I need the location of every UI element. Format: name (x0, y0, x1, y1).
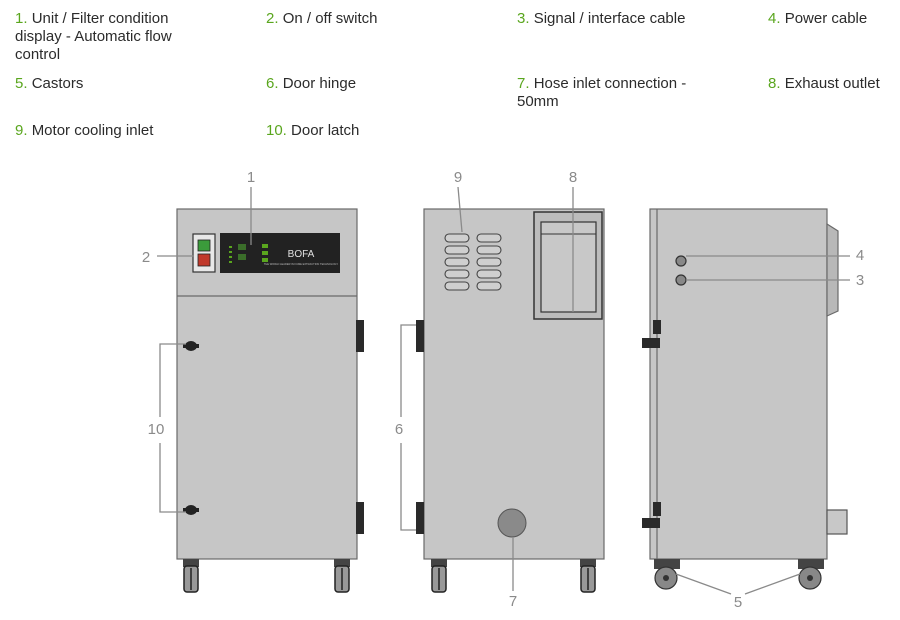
callout-7: 7 (509, 593, 517, 610)
legend-text: Exhaust outlet (784, 75, 880, 92)
legend-number: 8. (768, 75, 781, 92)
leader-9 (457, 186, 463, 233)
callout-2: 2 (142, 249, 150, 266)
legend-text: Power cable (784, 10, 868, 27)
side-latch-bottom (653, 502, 661, 516)
legend-item-1: 1. Unit / Filter condition display - Aut… (15, 10, 215, 64)
callout-9: 9 (454, 169, 462, 186)
front-castor-left (183, 559, 199, 593)
legend-item-6: 6. Door hinge (266, 75, 356, 93)
legend-item-2: 2. On / off switch (266, 10, 377, 28)
display-indicator (262, 258, 268, 262)
legend-text: Castors (31, 75, 84, 92)
legend-number: 4. (768, 10, 781, 27)
legend-number: 1. (15, 10, 28, 27)
legend-number: 7. (517, 75, 530, 92)
legend-text: Door latch (291, 122, 360, 139)
hose-inlet (497, 508, 527, 538)
side-castor-left (654, 559, 680, 590)
rear-castor-left (431, 559, 447, 593)
callout-3: 3 (856, 272, 864, 289)
signal-cable-port (675, 274, 687, 286)
front-castor-right (334, 559, 350, 593)
side-cabinet (649, 208, 828, 560)
switch-off-button (197, 253, 211, 267)
front-view: BOFA THE WORLD LEADER IN FUME EXTRACTION… (176, 208, 364, 593)
legend-item-3: 3. Signal / interface cable (517, 10, 685, 28)
callout-8: 8 (569, 169, 577, 186)
side-latch-bottom-lever (642, 518, 660, 528)
power-cable-port (675, 255, 687, 267)
legend-item-8: 8. Exhaust outlet (768, 75, 880, 93)
side-castor-right (798, 559, 824, 590)
legend-text: On / off switch (282, 10, 378, 27)
rear-hinge-bottom (416, 502, 424, 534)
display-indicator (238, 254, 246, 260)
brand-tagline: THE WORLD LEADER IN FUME EXTRACTION TECH… (264, 262, 339, 266)
legend-number: 2. (266, 10, 279, 27)
callout-1: 1 (247, 169, 255, 186)
rear-castor-right (580, 559, 596, 593)
door-latch-top-handle (183, 344, 199, 348)
rear-view (416, 208, 605, 593)
display-indicator (262, 251, 268, 255)
legend-number: 5. (15, 75, 28, 92)
display-indicator (262, 244, 268, 248)
callout-5: 5 (734, 594, 742, 611)
callouts: 1 2 10 9 8 6 7 4 3 5 (142, 169, 864, 611)
exhaust-outlet-grille (540, 221, 597, 313)
callout-10: 10 (148, 421, 165, 438)
hose-inlet-pipe (826, 509, 848, 535)
display-led-column (229, 246, 232, 263)
legend-item-4: 4. Power cable (768, 10, 867, 28)
legend-text: Motor cooling inlet (31, 122, 154, 139)
legend-text: Unit / Filter condition display - Automa… (15, 10, 172, 63)
display-panel (220, 233, 340, 273)
legend-item-10: 10. Door latch (266, 122, 359, 140)
side-latch-top-lever (642, 338, 660, 348)
legend-item-9: 9. Motor cooling inlet (15, 122, 153, 140)
leader-6 (400, 324, 416, 531)
leader-5-right (744, 573, 801, 595)
legend-number: 9. (15, 122, 28, 139)
door-latch-bottom-handle (183, 508, 199, 512)
legend-item-7: 7. Hose inlet connection - 50mm (517, 75, 717, 111)
legend-text: Signal / interface cable (533, 10, 686, 27)
legend-text: Door hinge (282, 75, 357, 92)
legend-number: 3. (517, 10, 530, 27)
legend-text: Hose inlet connection - 50mm (517, 75, 687, 110)
legend-number: 10. (266, 122, 287, 139)
door-hinge-bottom (356, 502, 364, 534)
side-latch-top (653, 320, 661, 334)
callout-6: 6 (395, 421, 403, 438)
rear-hinge-top (416, 320, 424, 352)
motor-cooling-vents (444, 233, 502, 291)
switch-on-button (197, 239, 211, 252)
legend-number: 6. (266, 75, 279, 92)
door-hinge-top (356, 320, 364, 352)
side-view (642, 208, 848, 590)
leader-5-left (675, 573, 732, 595)
brand-logo-text: BOFA (288, 249, 315, 260)
legend-item-5: 5. Castors (15, 75, 83, 93)
callout-4: 4 (856, 247, 864, 264)
display-indicator (238, 244, 246, 250)
side-rear-bulge (826, 222, 839, 317)
leader-10 (159, 343, 186, 513)
